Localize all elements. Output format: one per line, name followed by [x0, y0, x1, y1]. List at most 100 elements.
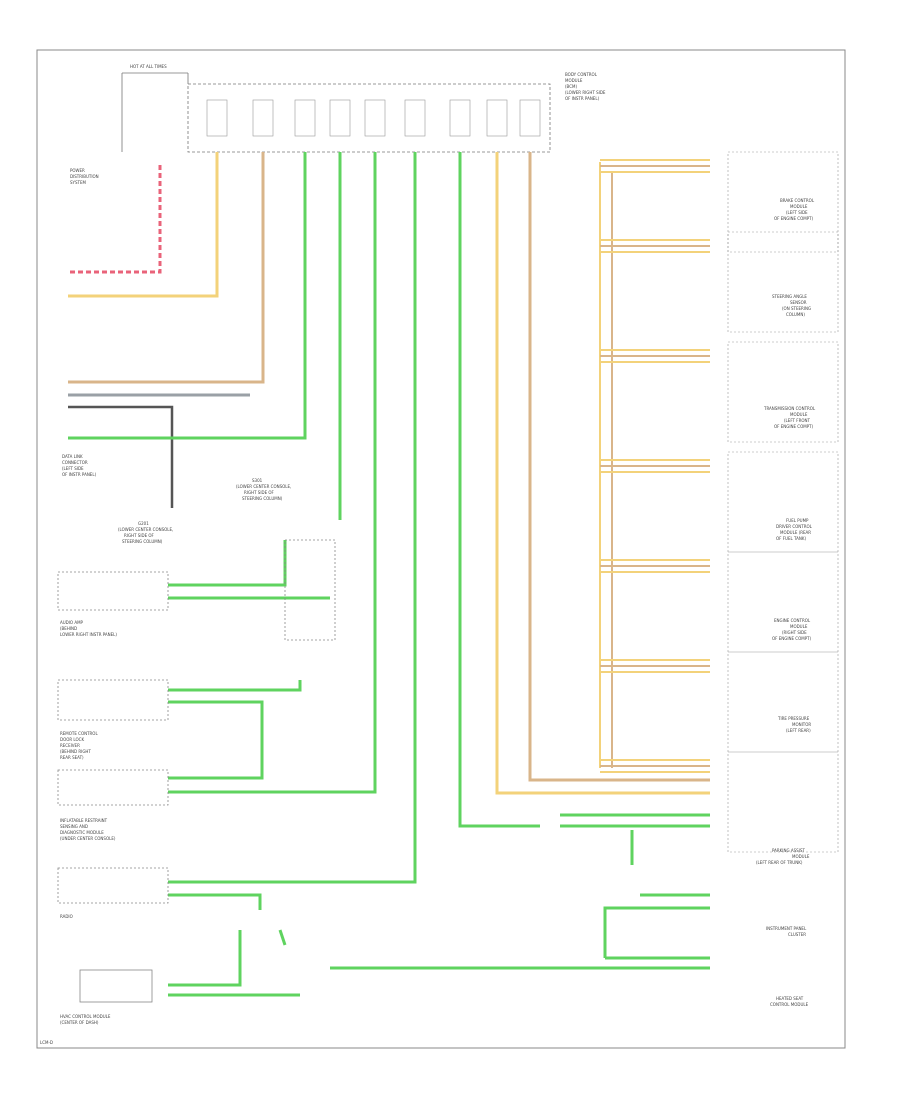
svg-text:MODULE: MODULE [790, 624, 808, 629]
svg-text:DOOR LOCK: DOOR LOCK [60, 737, 84, 742]
wire-tan-bus [528, 152, 710, 782]
svg-text:MONITOR: MONITOR [792, 722, 811, 727]
bcm-pin-block [294, 99, 316, 137]
svg-text:(BCM): (BCM) [565, 84, 577, 89]
svg-text:REMOTE CONTROL: REMOTE CONTROL [60, 731, 98, 736]
wire-black [68, 405, 174, 508]
power-distribution-label: POWER DISTRIBUTION SYSTEM [70, 168, 99, 185]
brake-label: BRAKE CONTROL MODULE (LEFT SIDE OF ENGIN… [774, 198, 815, 221]
svg-text:OF INSTR PANEL): OF INSTR PANEL) [62, 472, 97, 477]
svg-text:S301: S301 [252, 478, 263, 483]
wire-yellow-1 [68, 152, 219, 298]
bcm-pin-block [206, 99, 228, 137]
inflatable-label: INFLATABLE RESTRAINT SENSING AND DIAGNOS… [60, 818, 116, 841]
svg-text:STEERING ANGLE: STEERING ANGLE [772, 294, 807, 299]
svg-text:MODULE: MODULE [792, 854, 810, 859]
svg-text:OF ENGINE COMPT): OF ENGINE COMPT) [772, 636, 812, 641]
svg-text:STEERING COLUMN): STEERING COLUMN) [242, 496, 283, 501]
svg-text:BRAKE CONTROL: BRAKE CONTROL [780, 198, 815, 203]
svg-text:SENSING AND: SENSING AND [60, 824, 88, 829]
svg-text:(LOWER CENTER CONSOLE,: (LOWER CENTER CONSOLE, [236, 484, 291, 489]
svg-text:TIRE PRESSURE: TIRE PRESSURE [777, 716, 810, 721]
svg-text:MODULE: MODULE [790, 204, 808, 209]
svg-text:CLUSTER: CLUSTER [788, 932, 806, 937]
svg-text:CONTROL MODULE: CONTROL MODULE [770, 1002, 809, 1007]
svg-text:SYSTEM: SYSTEM [70, 180, 86, 185]
bcm-pin-block [519, 99, 541, 137]
wire-green-16 [603, 906, 710, 958]
svg-text:(RIGHT SIDE: (RIGHT SIDE [782, 630, 807, 635]
wire-green-5 [168, 152, 377, 794]
svg-text:(LEFT REAR): (LEFT REAR) [786, 728, 811, 733]
svg-text:REAR SEAT): REAR SEAT) [60, 755, 84, 760]
wire-green-1 [68, 152, 307, 440]
module-box [727, 341, 839, 443]
svg-text:(LEFT SIDE: (LEFT SIDE [786, 210, 808, 215]
svg-text:MODULE: MODULE [790, 412, 808, 417]
module-box [727, 751, 839, 853]
instrument-label: INSTRUMENT PANEL CLUSTER [766, 926, 807, 937]
transmission-label: TRANSMISSION CONTROL MODULE (LEFT FRONT … [763, 406, 816, 429]
svg-text:ENGINE CONTROL: ENGINE CONTROL [774, 618, 811, 623]
bottom-label: LCM-D [40, 1040, 53, 1045]
connector-boxes [57, 539, 336, 1003]
svg-text:(BEHIND: (BEHIND [60, 626, 77, 631]
bcm-pin-block [449, 99, 471, 137]
wire-tan-1 [68, 152, 265, 384]
wire-green-8 [168, 930, 242, 987]
wire-green-6 [168, 152, 417, 884]
svg-text:OF ENGINE COMPT): OF ENGINE COMPT) [774, 216, 814, 221]
svg-text:DRIVER CONTROL: DRIVER CONTROL [776, 524, 813, 529]
svg-text:OF ENGINE COMPT): OF ENGINE COMPT) [774, 424, 814, 429]
parking-label: PARKING ASSIST MODULE (LEFT REAR OF TRUN… [756, 848, 810, 865]
tire-pressure-label: TIRE PRESSURE MONITOR (LEFT REAR) [777, 716, 811, 733]
fuel-pump-label: FUEL PUMP DRIVER CONTROL MODULE (REAR OF… [776, 518, 813, 541]
svg-text:RIGHT SIDE OF: RIGHT SIDE OF [244, 490, 275, 495]
steering-label: STEERING ANGLE SENSOR (ON STEERING COLUM… [772, 294, 811, 317]
svg-text:INFLATABLE RESTRAINT: INFLATABLE RESTRAINT [60, 818, 108, 823]
wire-green-12 [458, 152, 540, 828]
svg-text:DATA LINK: DATA LINK [62, 454, 83, 459]
svg-text:MODULE: MODULE [565, 78, 583, 83]
svg-text:LOWER RIGHT INSTR PANEL): LOWER RIGHT INSTR PANEL) [60, 632, 117, 637]
svg-text:RECEIVER: RECEIVER [60, 743, 80, 748]
bcm-pin-block [364, 99, 386, 137]
svg-text:DIAGNOSTIC MODULE: DIAGNOSTIC MODULE [60, 830, 104, 835]
svg-text:(BEHIND RIGHT: (BEHIND RIGHT [60, 749, 91, 754]
svg-text:INSTRUMENT PANEL: INSTRUMENT PANEL [766, 926, 807, 931]
svg-text:(ON STEERING: (ON STEERING [782, 306, 811, 311]
module-box [727, 231, 839, 333]
bcm-pin-block [329, 99, 351, 137]
svg-text:DISTRIBUTION: DISTRIBUTION [70, 174, 99, 179]
svg-text:OF INSTR PANEL): OF INSTR PANEL) [565, 96, 600, 101]
svg-text:SENSOR: SENSOR [790, 300, 807, 305]
wire-red [68, 165, 162, 274]
svg-text:COLUMN): COLUMN) [786, 312, 805, 317]
radio-label: RADIO [60, 914, 73, 919]
svg-text:STEERING COLUMN): STEERING COLUMN) [122, 539, 163, 544]
svg-text:OF FUEL TANK): OF FUEL TANK) [776, 536, 806, 541]
wires [68, 152, 710, 997]
heated-seat-label: HEATED SEAT CONTROL MODULE [770, 996, 809, 1007]
svg-text:G201: G201 [138, 521, 149, 526]
svg-text:(LOWER RIGHT SIDE: (LOWER RIGHT SIDE [565, 90, 606, 95]
module-box [727, 651, 839, 753]
wire-green-11 [278, 929, 287, 946]
module-box [727, 551, 839, 653]
wire-green-4 [168, 700, 264, 780]
bcm-label: BODY CONTROL MODULE (BCM) (LOWER RIGHT S… [565, 72, 606, 101]
hvac-label: HVAC CONTROL MODULE (CENTER OF DASH) [60, 1014, 111, 1025]
bcm-module: HOT AT ALL TIMES BODY CONTROL MODULE (BC… [121, 64, 606, 153]
junction-mid-label: S301 (LOWER CENTER CONSOLE, RIGHT SIDE O… [236, 478, 291, 501]
svg-text:RIGHT SIDE OF: RIGHT SIDE OF [124, 533, 155, 538]
svg-text:CONNECTOR: CONNECTOR [62, 460, 88, 465]
wire-green-audio [168, 540, 287, 587]
bcm-pin-block [486, 99, 508, 137]
svg-text:FUEL PUMP: FUEL PUMP [786, 518, 809, 523]
svg-text:PARKING ASSIST: PARKING ASSIST [772, 848, 805, 853]
svg-text:TRANSMISSION CONTROL: TRANSMISSION CONTROL [763, 406, 816, 411]
module-box [727, 151, 839, 253]
module-box [727, 451, 839, 553]
junction-top-label: G201 (LOWER CENTER CONSOLE, RIGHT SIDE O… [118, 521, 173, 544]
